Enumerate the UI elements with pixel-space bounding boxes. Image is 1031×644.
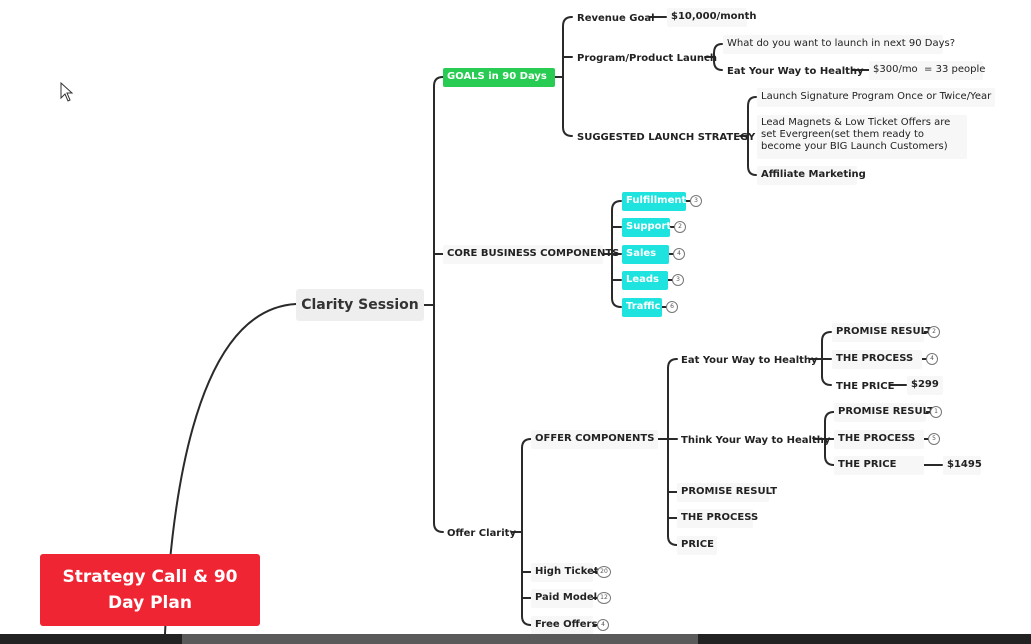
strategy-item-3[interactable]: Affiliate Marketing xyxy=(757,166,866,185)
launch-people: = 33 people xyxy=(924,64,986,75)
root-node-clarity-session[interactable]: Clarity Session xyxy=(296,289,424,321)
high-ticket-count: 20 xyxy=(597,566,611,578)
think-process-count: 5 xyxy=(928,433,940,445)
offer-promise-node[interactable]: PROMISE RESULT xyxy=(677,483,777,502)
strategy-call-card[interactable]: Strategy Call & 90 Day Plan xyxy=(40,554,260,626)
paid-model-count: 12 xyxy=(597,592,611,604)
goals-node[interactable]: GOALS in 90 Days xyxy=(443,68,555,87)
core-item-leads-count: 3 xyxy=(672,274,684,286)
offer-components-node[interactable]: OFFER COMPONENTS xyxy=(531,430,658,449)
revenue-value-node[interactable]: $10,000/month xyxy=(667,8,757,27)
cursor-icon xyxy=(60,81,74,106)
core-item-traffic[interactable]: Traffic xyxy=(622,298,662,317)
launch-question-node[interactable]: What do you want to launch in next 90 Da… xyxy=(723,35,955,54)
offer-price-node[interactable]: PRICE xyxy=(677,536,717,555)
launch-answer-node[interactable]: Eat Your Way to Healthy xyxy=(727,66,864,77)
core-item-support[interactable]: Support xyxy=(622,218,671,237)
core-item-fulfillment[interactable]: Fulfillment xyxy=(622,192,686,211)
strategy-item-2[interactable]: Lead Magnets & Low Ticket Offers are set… xyxy=(757,115,967,159)
think-process-node[interactable]: THE PROCESS xyxy=(834,430,924,449)
revenue-goal-node[interactable]: Revenue Goal xyxy=(577,13,655,24)
launch-price-node[interactable]: $300/mo = 33 people xyxy=(869,61,986,80)
think-promise-count: 1 xyxy=(930,406,942,418)
strategy-item-1[interactable]: Launch Signature Program Once or Twice/Y… xyxy=(757,88,995,107)
core-item-sales[interactable]: Sales xyxy=(622,245,669,264)
scrollbar-thumb[interactable] xyxy=(182,634,698,644)
free-offers-count: 4 xyxy=(597,619,609,631)
launch-price: $300/mo xyxy=(873,64,918,75)
eat-your-way-node[interactable]: Eat Your Way to Healthy xyxy=(681,355,818,366)
think-price-node[interactable]: THE PRICE xyxy=(834,456,924,475)
offer-clarity-node[interactable]: Offer Clarity xyxy=(447,528,516,539)
core-item-support-count: 2 xyxy=(674,221,686,233)
core-item-leads[interactable]: Leads xyxy=(622,271,668,290)
core-components-node[interactable]: CORE BUSINESS COMPONENTS xyxy=(443,245,619,264)
bottom-scrollbar[interactable] xyxy=(0,634,1031,644)
high-ticket-node[interactable]: High Ticket xyxy=(531,563,599,582)
think-promise-node[interactable]: PROMISE RESULT xyxy=(834,403,934,422)
core-item-fulfillment-count: 3 xyxy=(690,195,702,207)
core-item-traffic-count: 6 xyxy=(666,301,678,313)
eat-price-value[interactable]: $299 xyxy=(907,376,943,395)
eat-promise-node[interactable]: PROMISE RESULT xyxy=(832,323,932,342)
think-your-way-node[interactable]: Think Your Way to Healthy xyxy=(681,435,831,446)
strategy-node[interactable]: SUGGESTED LAUNCH STRATEGY xyxy=(577,132,756,143)
launch-node[interactable]: Program/Product Launch xyxy=(577,53,718,64)
eat-promise-count: 2 xyxy=(928,326,940,338)
free-offers-node[interactable]: Free Offers xyxy=(531,616,597,635)
eat-price-node[interactable]: THE PRICE xyxy=(836,381,895,392)
eat-process-node[interactable]: THE PROCESS xyxy=(832,350,922,369)
offer-process-node[interactable]: THE PROCESS xyxy=(677,509,758,528)
paid-model-node[interactable]: Paid Model xyxy=(531,589,597,608)
think-price-value[interactable]: $1495 xyxy=(943,456,982,475)
core-item-sales-count: 4 xyxy=(673,248,685,260)
eat-process-count: 4 xyxy=(926,353,938,365)
